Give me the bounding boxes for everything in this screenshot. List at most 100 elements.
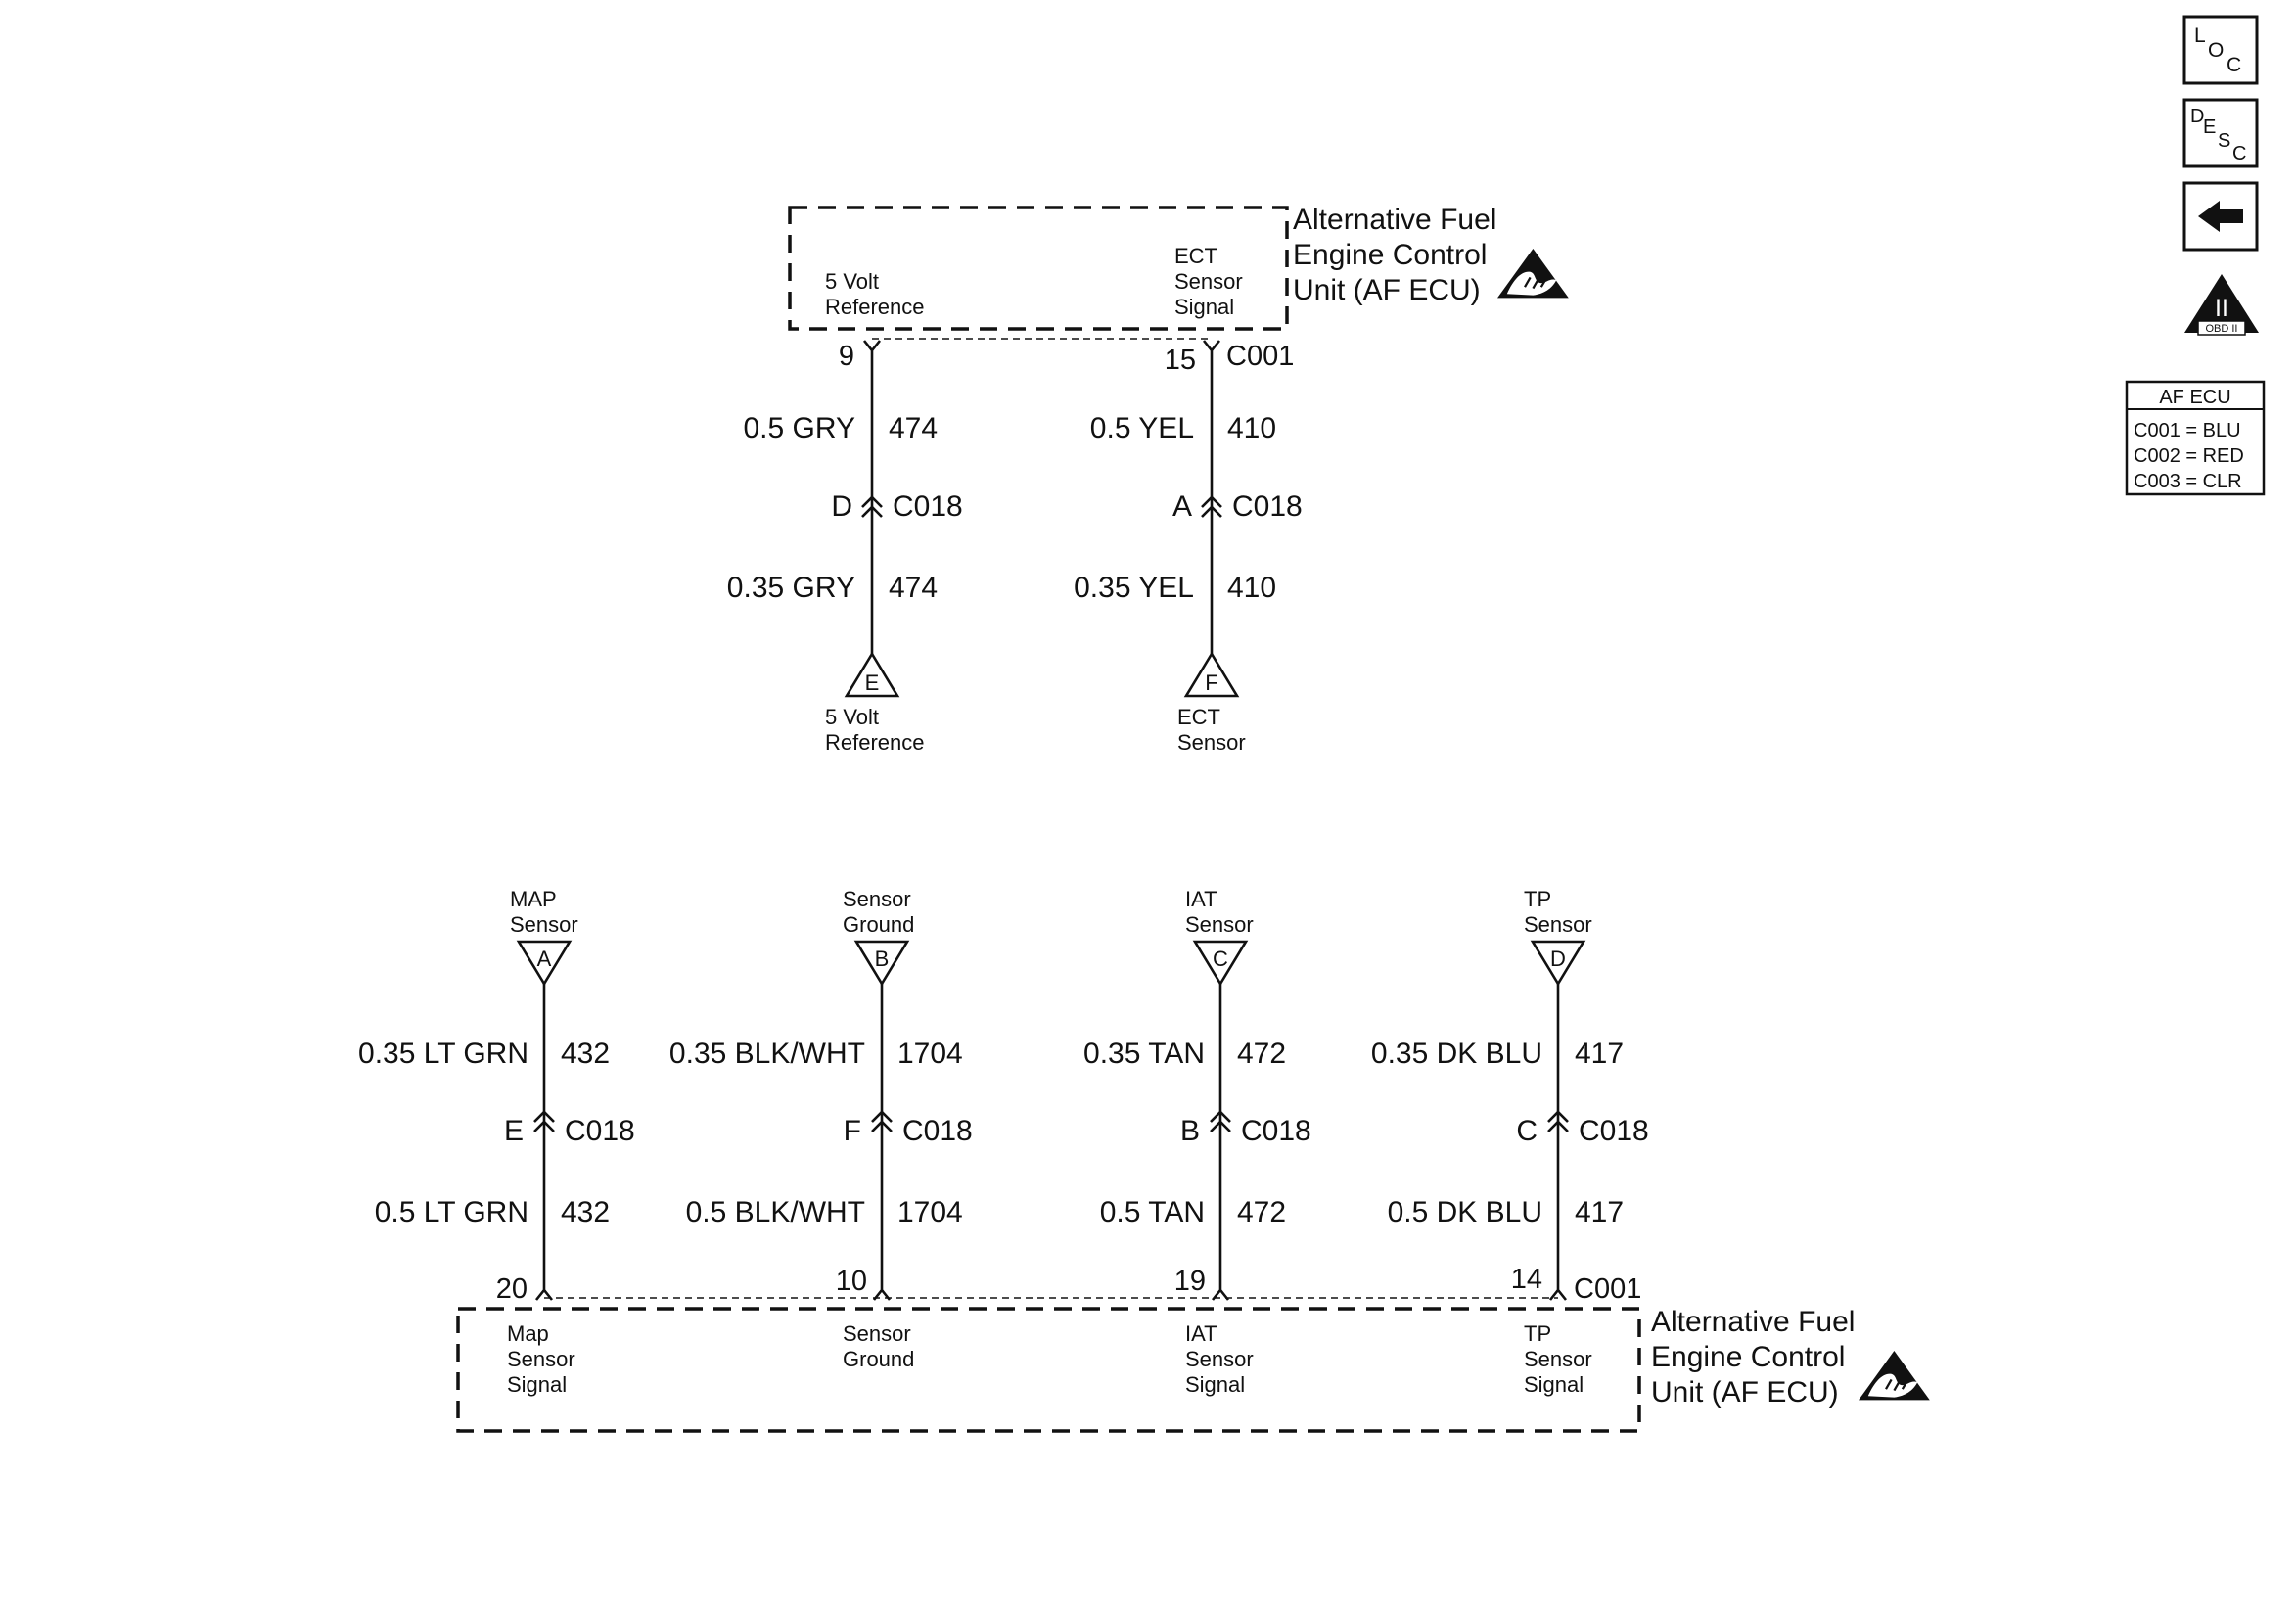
- top-wire-2-inline-connector-icon: [1201, 495, 1222, 518]
- obd-ii-roman: II: [2215, 295, 2228, 322]
- bottom-ecu-title-line-0: Alternative Fuel: [1651, 1306, 1855, 1338]
- bottom-inner-label-3-line-0: TP: [1524, 1321, 1551, 1346]
- loc-letter-2: C: [2227, 54, 2241, 76]
- top-wire-2: [1202, 340, 1221, 654]
- bottom-wire-b-inline-connector: C018: [902, 1115, 973, 1147]
- top-wire-1-inline-pin: D: [831, 490, 852, 523]
- ref-triangle-e-icon: [844, 651, 900, 698]
- bottom-connector-label: C001: [1574, 1273, 1641, 1305]
- bottom-wire-c-inline-pin: B: [1180, 1115, 1200, 1147]
- bottom-inner-label-0-line-1: Sensor: [507, 1347, 575, 1371]
- top-ecu-module: 5 Volt Reference ECT Sensor Signal Alter…: [727, 204, 1570, 755]
- bottom-wire-b-lower-circuit: 1704: [897, 1196, 963, 1228]
- top-wire-1-dest-line-0: 5 Volt: [825, 705, 879, 729]
- bottom-wire-b: [872, 984, 892, 1301]
- desc-letter-1: E: [2203, 116, 2216, 138]
- esd-icon-top: [1495, 247, 1570, 300]
- top-wire-1-upper-size: 0.5 GRY: [743, 412, 855, 444]
- bottom-wire-c-source-line-0: IAT: [1185, 887, 1217, 911]
- top-inner-label-0-line-0: 5 Volt: [825, 269, 879, 294]
- ref-triangle-c-icon: [1192, 940, 1249, 987]
- back-button[interactable]: [2182, 181, 2259, 252]
- ref-triangle-d-icon: [1530, 940, 1586, 987]
- desc-button[interactable]: D E S C: [2182, 98, 2259, 168]
- top-wire-1-inline-connector: C018: [893, 490, 963, 523]
- bottom-wire-b-upper-circuit: 1704: [897, 1038, 963, 1070]
- bottom-wire-a-lower-size: 0.5 LT GRN: [375, 1196, 528, 1228]
- desc-button-frame[interactable]: [2182, 98, 2259, 168]
- bottom-wire-c-pin: 19: [1174, 1266, 1206, 1297]
- bottom-wire-d-inline-connector-icon: [1547, 1110, 1569, 1132]
- top-wire-1-dest-line-1: Reference: [825, 730, 925, 755]
- bottom-inner-label-1-line-0: Sensor: [843, 1321, 911, 1346]
- top-connector-label: C001: [1226, 341, 1294, 372]
- bottom-wire-b-lower-size: 0.5 BLK/WHT: [686, 1196, 865, 1228]
- top-wire-2-ref: F: [1205, 670, 1217, 695]
- bottom-wire-c-inline-connector-icon: [1210, 1110, 1231, 1132]
- bottom-wire-d-lower-size: 0.5 DK BLU: [1388, 1196, 1542, 1228]
- loc-button-frame[interactable]: [2182, 15, 2259, 85]
- top-wire-1: [862, 340, 882, 654]
- bottom-ecu-box: [456, 1307, 1641, 1433]
- bottom-wire-d: [1548, 984, 1568, 1301]
- loc-button[interactable]: L O C: [2182, 15, 2259, 85]
- top-wire-1-lower-size: 0.35 GRY: [727, 572, 855, 604]
- bottom-wire-d-inline-pin: C: [1516, 1115, 1538, 1147]
- bottom-ecu-title-line-1: Engine Control: [1651, 1341, 1845, 1373]
- bottom-wire-b-inline-pin: F: [844, 1115, 861, 1147]
- top-ecu-title-line-2: Unit (AF ECU): [1293, 274, 1481, 306]
- bottom-wire-c-lower-size: 0.5 TAN: [1100, 1196, 1205, 1228]
- bottom-wire-b-upper-size: 0.35 BLK/WHT: [669, 1038, 865, 1070]
- top-ecu-box: [788, 206, 1289, 331]
- arrow-left-icon: [2198, 201, 2243, 232]
- bottom-inner-label-2-line-1: Sensor: [1185, 1347, 1254, 1371]
- obd-ii-triangle: [2184, 274, 2259, 333]
- top-ecu-title-line-0: Alternative Fuel: [1293, 204, 1496, 236]
- top-wire-2-upper-size: 0.5 YEL: [1090, 412, 1194, 444]
- legend-frame: [2125, 380, 2266, 496]
- top-wire-2-lower-circuit: 410: [1227, 572, 1276, 604]
- top-wire-2-pin: 15: [1165, 345, 1196, 376]
- legend-row-1: C002 = RED: [2134, 445, 2244, 467]
- bottom-wire-a-ref: A: [537, 947, 552, 971]
- bottom-wire-c-lower-circuit: 472: [1237, 1196, 1286, 1228]
- top-wire-1-upper-circuit: 474: [889, 412, 938, 444]
- bottom-wire-c-upper-circuit: 472: [1237, 1038, 1286, 1070]
- bottom-ecu-module: MAP Sensor A 0.35 LT GRN 432 E C018 0.5 …: [358, 887, 1931, 1433]
- top-ecu-title-line-1: Engine Control: [1293, 239, 1487, 271]
- bottom-wire-d-inline-connector: C018: [1579, 1115, 1649, 1147]
- bottom-wire-d-upper-size: 0.35 DK BLU: [1371, 1038, 1542, 1070]
- bottom-wire-d-lower-circuit: 417: [1575, 1196, 1624, 1228]
- bottom-wire-b-source-line-0: Sensor: [843, 887, 911, 911]
- bottom-wire-a-inline-connector-icon: [533, 1110, 555, 1132]
- top-wire-2-inline-connector: C018: [1232, 490, 1303, 523]
- top-wire-2-inline-pin: A: [1172, 490, 1192, 523]
- bottom-inner-label-3-line-2: Signal: [1524, 1372, 1584, 1397]
- legend-row-2: C003 = CLR: [2134, 471, 2242, 492]
- obd-ii-text: OBD II: [2205, 323, 2237, 335]
- bottom-wire-c-ref: C: [1213, 947, 1228, 971]
- bottom-wire-a-lower-circuit: 432: [561, 1196, 610, 1228]
- bottom-wire-a-source-line-0: MAP: [510, 887, 557, 911]
- bottom-inner-label-2-line-2: Signal: [1185, 1372, 1245, 1397]
- top-inner-label-1-line-2: Signal: [1174, 295, 1234, 319]
- bottom-wire-d-pin: 14: [1511, 1264, 1542, 1295]
- bottom-wire-c-source-line-1: Sensor: [1185, 912, 1254, 937]
- esd-icon-bottom: [1857, 1349, 1931, 1402]
- top-wire-1-ref: E: [865, 670, 880, 695]
- bottom-wire-a-upper-circuit: 432: [561, 1038, 610, 1070]
- bottom-wire-a: [534, 984, 554, 1301]
- desc-letter-3: C: [2232, 143, 2246, 164]
- legend-title: AF ECU: [2159, 387, 2230, 408]
- bottom-wire-c-upper-size: 0.35 TAN: [1083, 1038, 1205, 1070]
- bottom-ecu-title-line-2: Unit (AF ECU): [1651, 1376, 1839, 1409]
- top-inner-label-1-line-0: ECT: [1174, 244, 1217, 268]
- bottom-wire-a-inline-pin: E: [504, 1115, 524, 1147]
- bottom-wire-a-source-line-1: Sensor: [510, 912, 578, 937]
- bottom-wire-a-pin: 20: [496, 1273, 528, 1305]
- bottom-wire-c-inline-connector: C018: [1241, 1115, 1311, 1147]
- bottom-inner-label-3-line-1: Sensor: [1524, 1347, 1592, 1371]
- top-wire-2-dest-line-1: Sensor: [1177, 730, 1246, 755]
- ref-triangle-b-icon: [853, 940, 910, 987]
